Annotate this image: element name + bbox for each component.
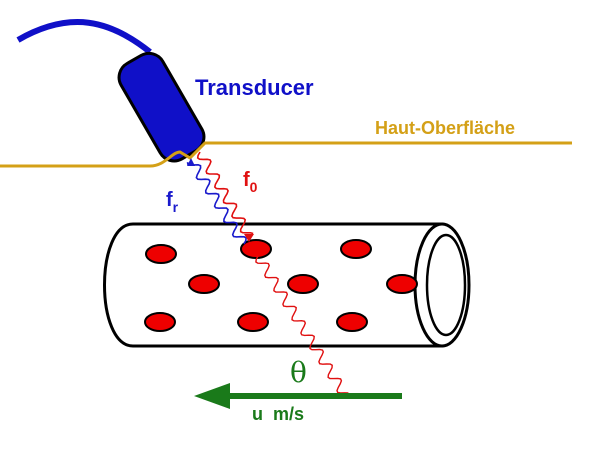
emitted-frequency-label: f0 <box>243 169 258 195</box>
transducer-cable <box>16 19 152 55</box>
vessel-inner-wall <box>425 233 467 337</box>
blood-cell <box>386 274 418 294</box>
transducer-label: Transducer <box>195 75 314 100</box>
blood-cell <box>240 239 272 259</box>
angle-label: θ <box>290 356 307 389</box>
skin-surface-label: Haut-Oberfläche <box>375 118 515 138</box>
received-wave <box>186 162 247 245</box>
blood-cell <box>144 312 176 332</box>
blood-cell <box>287 274 319 294</box>
blood-cell <box>340 239 372 259</box>
transducer-probe <box>117 51 206 163</box>
velocity-label: u m/s <box>252 404 304 424</box>
emitted-wave <box>196 151 254 235</box>
emitted-wave-arrowhead <box>244 234 254 242</box>
received-frequency-label: fr <box>166 189 179 215</box>
blood-cell <box>145 244 177 264</box>
blood-cell <box>188 274 220 294</box>
scattered-wave <box>255 255 349 394</box>
blood-cell <box>336 312 368 332</box>
received-wave-arrowhead <box>187 158 195 166</box>
flow-arrow <box>194 383 402 409</box>
blood-cell <box>237 312 269 332</box>
skin-surface-line <box>0 141 572 168</box>
blood-cells <box>144 239 418 332</box>
